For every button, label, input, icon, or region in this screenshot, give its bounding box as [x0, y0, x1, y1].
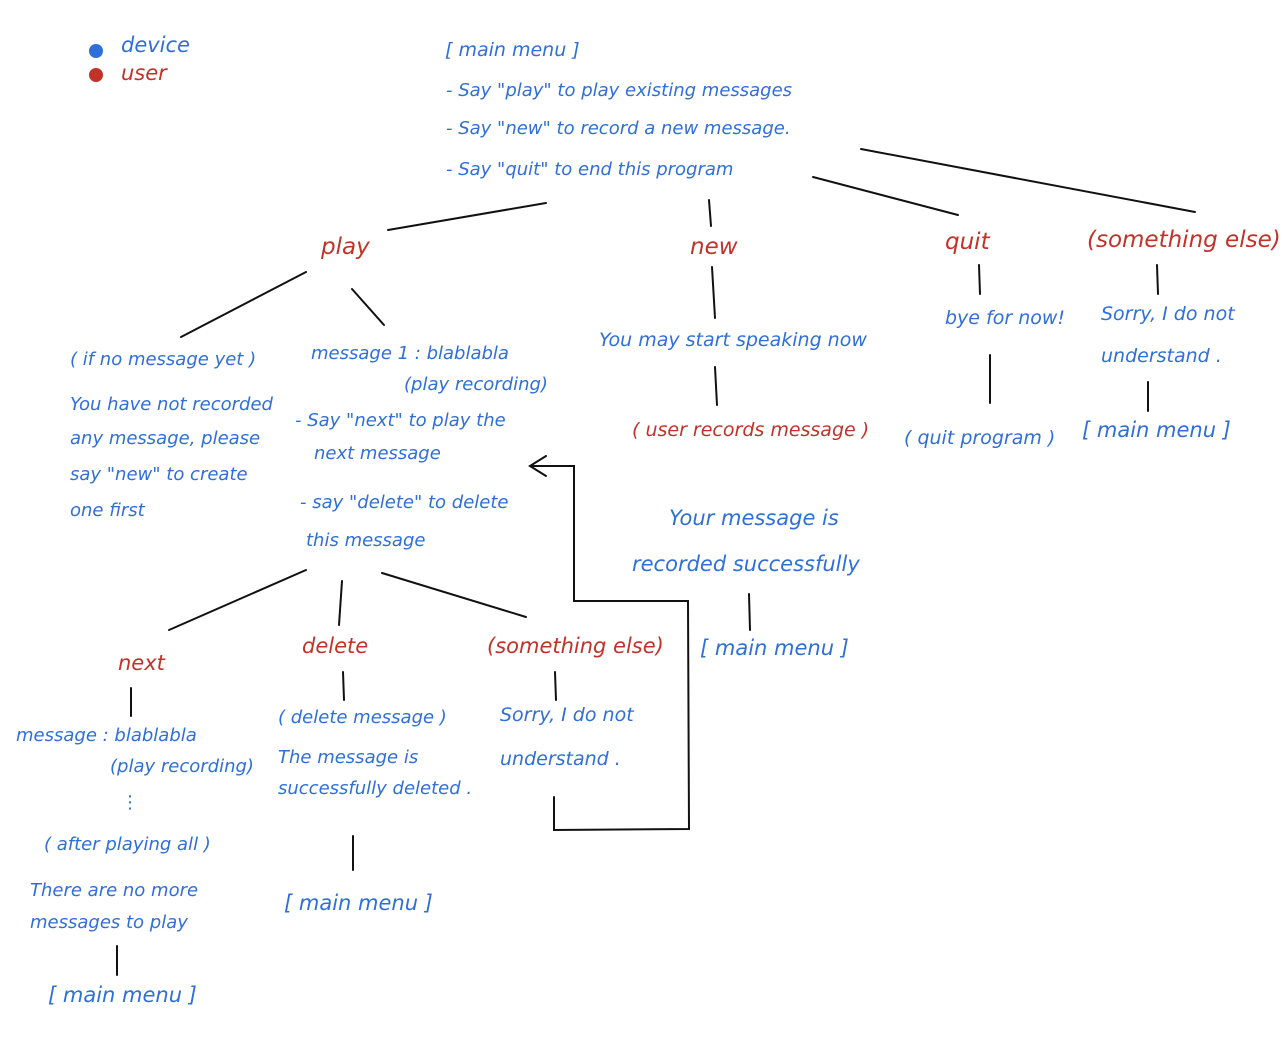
edge-play-empty [180, 271, 307, 338]
pelse-reply-cont: understand . [500, 748, 621, 770]
legend-device-dot [89, 44, 103, 58]
new-result-cont: recorded successfully [632, 552, 860, 576]
new-result: Your message is [669, 506, 839, 530]
play-empty-line-2: any message, please [70, 428, 261, 449]
new-prompt: You may start speaking now [599, 329, 867, 351]
root-line-play: - Say "play" to play existing messages [446, 80, 793, 101]
play-delete-hint: - say "delete" to delete [300, 492, 509, 513]
edge-else-reply [1156, 264, 1159, 295]
delete-main-menu: [ main menu ] [284, 891, 433, 915]
edge-new-result [748, 593, 751, 631]
next-recording-line: (play recording) [110, 756, 254, 777]
quit-reply: bye for now! [945, 307, 1066, 329]
edge-pelse-label [554, 671, 557, 701]
else-reply: Sorry, I do not [1101, 303, 1235, 325]
loop-back-arrow [529, 465, 691, 832]
root-line-new: - Say "new" to record a new message. [446, 118, 791, 139]
loop-arrow-head [528, 455, 547, 477]
play-next-hint: - Say "next" to play the [295, 410, 506, 431]
next-main-menu: [ main menu ] [48, 983, 197, 1007]
play-empty-line-3: say "new" to create [70, 464, 248, 485]
play-next-hint-cont: next message [314, 443, 441, 464]
edge-new-prompt [711, 266, 716, 319]
legend-device-label: device [121, 33, 190, 57]
legend-user-label: user [121, 61, 167, 85]
edge-playing-delete [338, 580, 343, 626]
play-delete-hint-cont: this message [306, 530, 426, 551]
delete-result: The message is [278, 747, 419, 768]
play-recording-line: (play recording) [404, 374, 548, 395]
edge-root-quit [812, 176, 959, 216]
else-reply-cont: understand . [1101, 345, 1222, 367]
play-empty-condition: ( if no message yet ) [70, 349, 257, 370]
next-no-more: There are no more [30, 880, 199, 901]
edge-root-else [860, 148, 1196, 213]
delete-action: ( delete message ) [278, 707, 447, 728]
next-no-more-cont: messages to play [30, 912, 188, 933]
edge-play-playing [351, 288, 385, 326]
play-empty-line-4: one first [70, 500, 145, 521]
root-line-quit: - Say "quit" to end this program [446, 159, 734, 180]
next-ellipsis: ⋮ [121, 792, 139, 813]
root-title: [ main menu ] [445, 39, 580, 61]
branch-play-label: play [321, 234, 370, 260]
quit-action: ( quit program ) [904, 427, 1056, 449]
sub-next-label: next [118, 651, 165, 675]
next-message-line: message : blablabla [16, 725, 197, 746]
edge-new-action [714, 366, 718, 406]
edge-playing-else [381, 572, 527, 618]
new-main-menu: [ main menu ] [700, 636, 849, 660]
legend-user-dot [89, 68, 103, 82]
edge-delete-label [342, 671, 345, 701]
next-after-all: ( after playing all ) [44, 834, 211, 855]
edge-root-new [708, 199, 712, 227]
branch-new-label: new [690, 234, 738, 260]
play-message-line: message 1 : blablabla [311, 343, 509, 364]
play-empty-line-1: You have not recorded [70, 394, 273, 415]
branch-else-label: (something else) [1087, 227, 1281, 253]
new-action: ( user records message ) [632, 419, 870, 441]
pelse-reply: Sorry, I do not [500, 704, 634, 726]
else-main-menu: [ main menu ] [1082, 418, 1231, 442]
edge-quit-reply [978, 264, 981, 295]
delete-result-cont: successfully deleted . [278, 778, 473, 799]
sub-else-label: (something else) [487, 634, 664, 658]
sub-delete-label: delete [302, 634, 369, 658]
edge-playing-next [168, 569, 307, 631]
edge-root-play [387, 202, 547, 231]
branch-quit-label: quit [945, 229, 990, 255]
